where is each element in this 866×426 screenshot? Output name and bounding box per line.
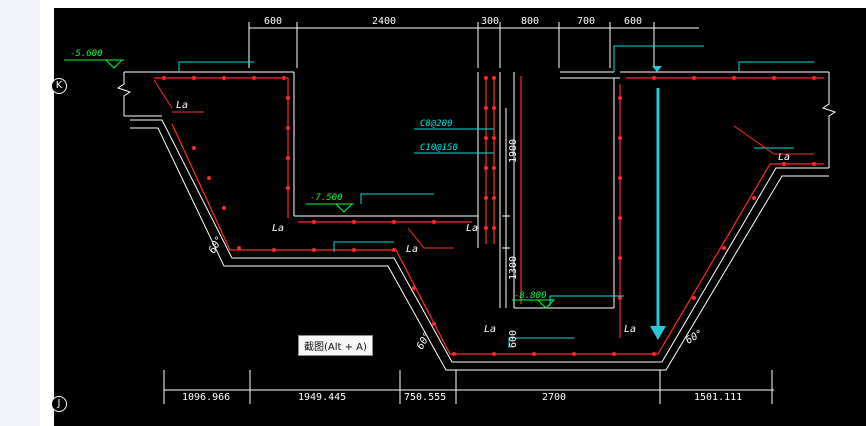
- cyan-arrow: [650, 66, 666, 340]
- bottom-dim-5: 1501.111: [694, 392, 742, 403]
- bottom-dim-1: 1096.966: [182, 392, 230, 403]
- la-label-7: La: [778, 152, 790, 163]
- top-dim-2: 2400: [372, 16, 396, 27]
- top-dim-4: 800: [521, 16, 539, 27]
- elevation-step: -7.500: [310, 193, 343, 203]
- angle-right: 60°: [684, 328, 705, 347]
- section-drawing: [64, 22, 837, 404]
- top-dim-5: 700: [577, 16, 595, 27]
- drawing-text: 600 2400 300 800 700 600 1096.966 1949.4…: [70, 16, 790, 403]
- rebar-label-2: C10@150: [420, 143, 458, 153]
- cad-canvas[interactable]: 600 2400 300 800 700 600 1096.966 1949.4…: [54, 8, 866, 426]
- la-label-4: La: [466, 223, 478, 234]
- rebar-label-1: C8@200: [420, 119, 453, 129]
- screenshot-tooltip: 截图(Alt + A): [298, 335, 373, 356]
- top-dim-1: 600: [264, 16, 282, 27]
- bottom-dim-2: 1949.445: [298, 392, 346, 403]
- vdim-1300: 1300: [508, 256, 519, 280]
- left-sidebar: [0, 0, 40, 426]
- bottom-dim-4: 2700: [542, 392, 566, 403]
- elevation-bottom: -8.800: [514, 291, 547, 301]
- top-dim-6: 600: [624, 16, 642, 27]
- axis-marker-bottom: J: [51, 396, 67, 412]
- la-label-2: La: [272, 223, 284, 234]
- vdim-1900: 1900: [508, 139, 519, 163]
- axis-marker-top: K: [51, 78, 67, 94]
- la-label-5: La: [484, 324, 496, 335]
- angle-left: 60°: [207, 234, 226, 255]
- la-label-1: La: [176, 100, 188, 111]
- la-label-3: La: [406, 244, 418, 255]
- vdim-600: 600: [508, 330, 519, 348]
- la-label-6: La: [624, 324, 636, 335]
- angle-mid: 60°: [415, 330, 434, 351]
- elevation-top: -5.600: [70, 49, 103, 59]
- bottom-dim-3: 750.555: [404, 392, 446, 403]
- gutter: [40, 0, 54, 426]
- top-dim-3: 300: [481, 16, 499, 27]
